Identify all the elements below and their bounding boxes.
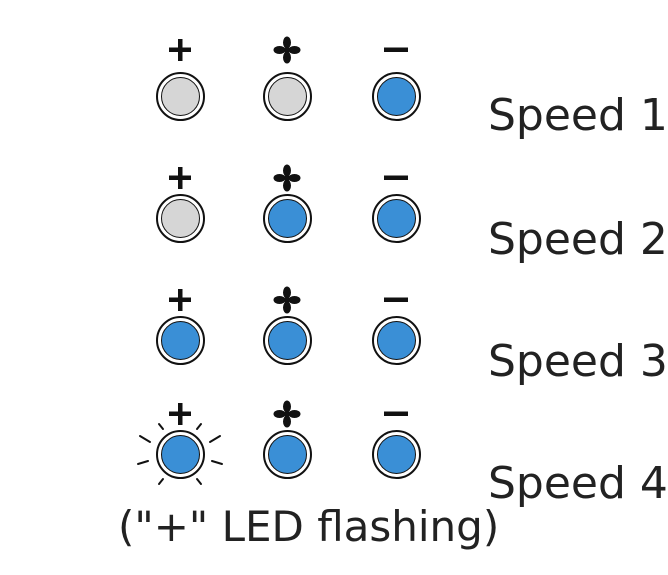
fan-icon	[257, 282, 317, 318]
led-row2-minus	[372, 194, 421, 243]
flashing-note: ("+" LED flashing)	[118, 502, 500, 551]
minus-icon	[366, 282, 426, 318]
led-row1-plus	[156, 72, 205, 121]
led-row3-plus	[156, 316, 205, 365]
speed-label-2: Speed 2	[488, 214, 668, 265]
fan-icon	[257, 396, 317, 432]
speed-label-1: Speed 1	[488, 90, 668, 141]
speed-label-3: Speed 3	[488, 336, 668, 387]
led-row4-plus-flashing	[156, 430, 205, 479]
led-row2-plus	[156, 194, 205, 243]
led-row4-fan	[263, 430, 312, 479]
plus-icon	[150, 32, 210, 68]
led-row1-fan	[263, 72, 312, 121]
minus-icon	[366, 32, 426, 68]
minus-icon	[366, 396, 426, 432]
led-row1-minus	[372, 72, 421, 121]
plus-icon	[150, 396, 210, 432]
fan-icon	[257, 160, 317, 196]
led-row3-minus	[372, 316, 421, 365]
led-row4-minus	[372, 430, 421, 479]
plus-icon	[150, 160, 210, 196]
speed-label-4: Speed 4	[488, 458, 668, 509]
minus-icon	[366, 160, 426, 196]
plus-icon	[150, 282, 210, 318]
led-row3-fan	[263, 316, 312, 365]
fan-icon	[257, 32, 317, 68]
led-row2-fan	[263, 194, 312, 243]
